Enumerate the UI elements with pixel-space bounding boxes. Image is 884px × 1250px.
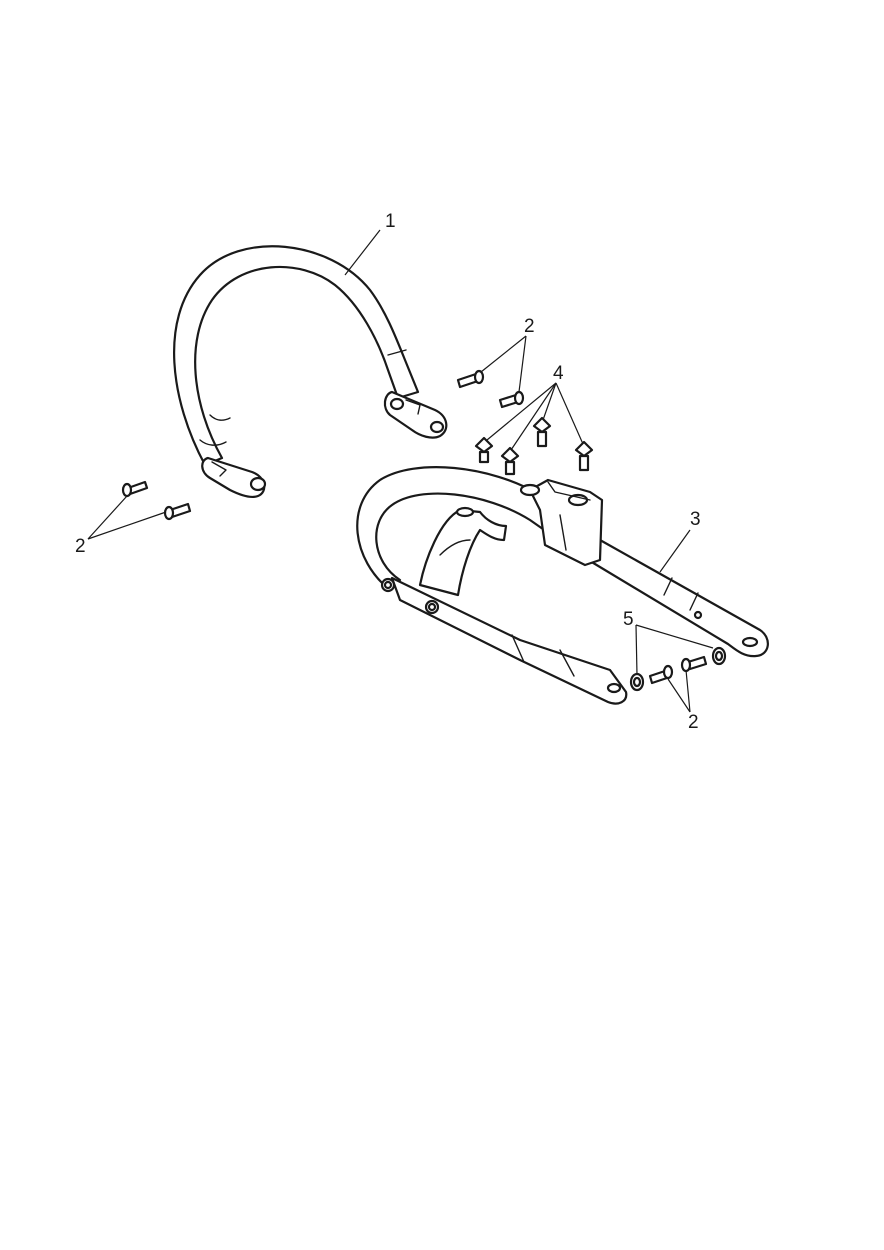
callout-2-top: 2 [524,316,535,337]
subframe-part-3 [356,466,769,705]
flange-bolt-4 [574,440,594,472]
callout-2-left: 2 [75,536,86,557]
flange-bolts-part-4 [474,416,594,476]
flange-bolt-1 [474,436,494,464]
bolt-bottom-left [648,664,674,685]
callout-2-bottom: 2 [688,712,699,733]
washer-left [629,672,645,692]
washers-part-5 [629,646,727,692]
bolt-top-right [498,390,525,409]
flange-bolt-2 [500,446,520,476]
callout-5: 5 [623,609,634,630]
bolt-top-left [456,369,485,389]
washer-right [711,646,727,666]
bolt-bottom-right [680,655,708,673]
callout-1: 1 [385,211,396,232]
leader-lines [87,229,714,713]
callout-4: 4 [553,363,564,384]
bolt-left-upper [121,480,149,498]
flange-bolt-3 [532,416,552,448]
grab-rail-part-1 [173,245,448,498]
bolt-left-lower [163,502,192,521]
callout-3: 3 [690,509,701,530]
